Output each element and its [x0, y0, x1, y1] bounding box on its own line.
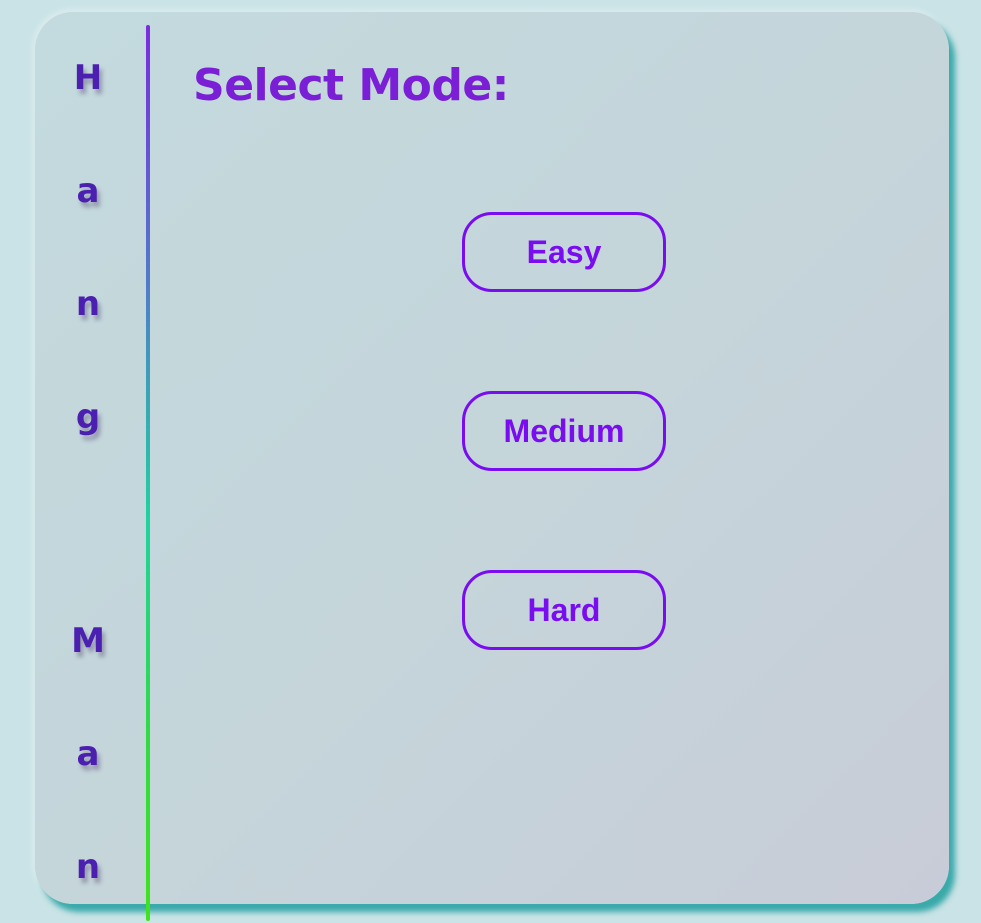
easy-mode-button[interactable]: Easy: [462, 212, 666, 292]
title-letter: M: [71, 621, 105, 661]
hard-mode-button[interactable]: Hard: [462, 570, 666, 650]
game-card: H a n g M a n Select Mode: Easy Medium H…: [35, 12, 949, 921]
title-letter: n: [75, 284, 101, 324]
gradient-divider: [146, 25, 150, 921]
title-letter: H: [73, 58, 103, 98]
title-letter: a: [76, 734, 100, 774]
title-letter: n: [75, 847, 101, 887]
title-letter: a: [76, 171, 100, 211]
medium-mode-button[interactable]: Medium: [462, 391, 666, 471]
vertical-title: H a n g M a n: [35, 12, 141, 904]
page-title: Select Mode:: [193, 60, 509, 111]
title-letter: g: [75, 397, 101, 437]
